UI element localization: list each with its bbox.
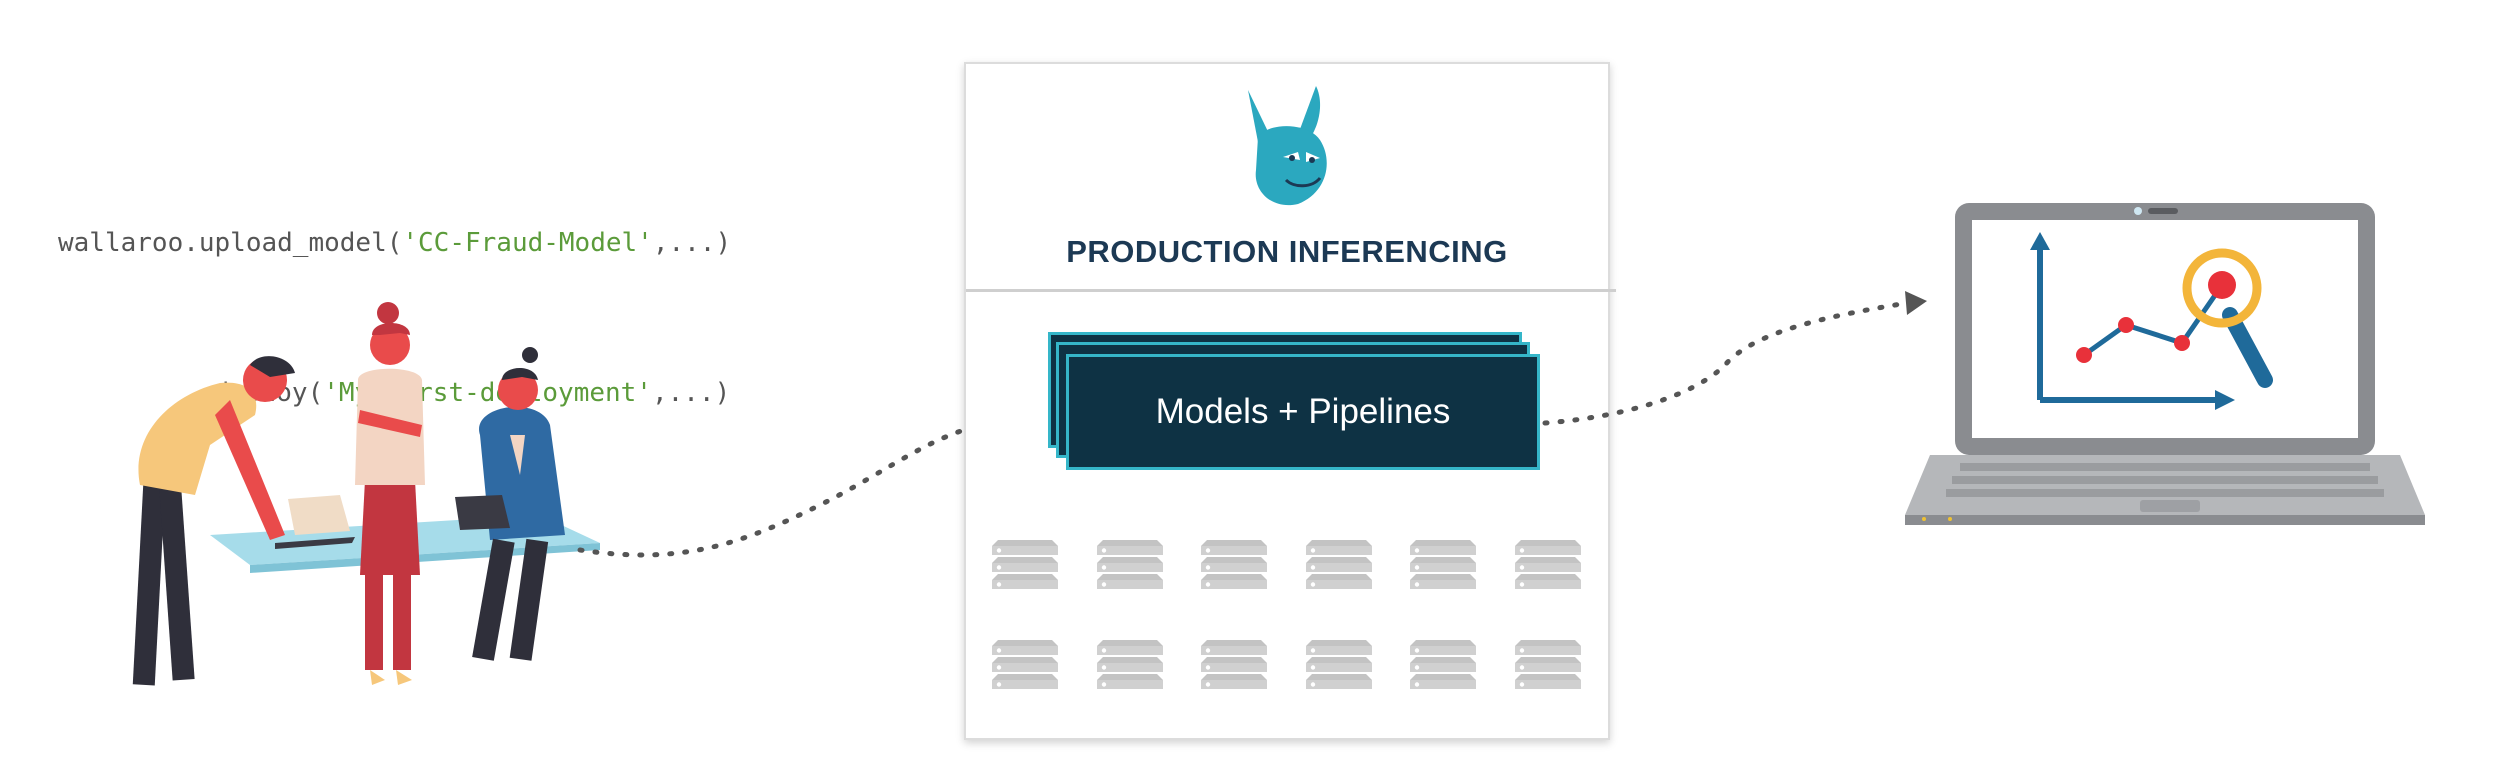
- code-line-1-call: wallaroo.upload_model(: [58, 228, 403, 258]
- code-line-2-args: ,...): [651, 378, 731, 408]
- panel-title: PRODUCTION INFERENCING: [1066, 234, 1508, 269]
- models-pipelines-card: Models + Pipelines: [1066, 354, 1540, 470]
- server-icon: [1305, 540, 1372, 589]
- server-icon: [1410, 640, 1476, 689]
- code-line-1-args: ,...): [652, 228, 732, 258]
- team-at-table-icon: [132, 302, 600, 686]
- server-icon: [992, 640, 1058, 689]
- wallaroo-logo-icon: [1248, 86, 1327, 206]
- server-icon: [1201, 640, 1267, 689]
- server-icon: [1201, 540, 1267, 589]
- server-icon: [1305, 640, 1372, 689]
- server-icon: [1096, 540, 1163, 589]
- arrow-to-laptop: [1542, 291, 1927, 426]
- laptop-analytics-icon: [1905, 203, 2425, 525]
- production-panel: PRODUCTION INFERENCING Models + Pipeline…: [964, 62, 1616, 740]
- server-icon: [1514, 540, 1581, 589]
- server-icon: [1514, 640, 1581, 689]
- code-line-1: wallaroo.upload_model('CC-Fraud-Model',.…: [58, 218, 731, 268]
- server-icon: [1410, 540, 1476, 589]
- models-pipelines-label: Models + Pipelines: [1155, 392, 1451, 431]
- server-icon: [1096, 640, 1163, 689]
- server-icon: [992, 540, 1058, 589]
- code-line-1-string: 'CC-Fraud-Model': [402, 228, 653, 258]
- panel-divider: [966, 289, 1616, 292]
